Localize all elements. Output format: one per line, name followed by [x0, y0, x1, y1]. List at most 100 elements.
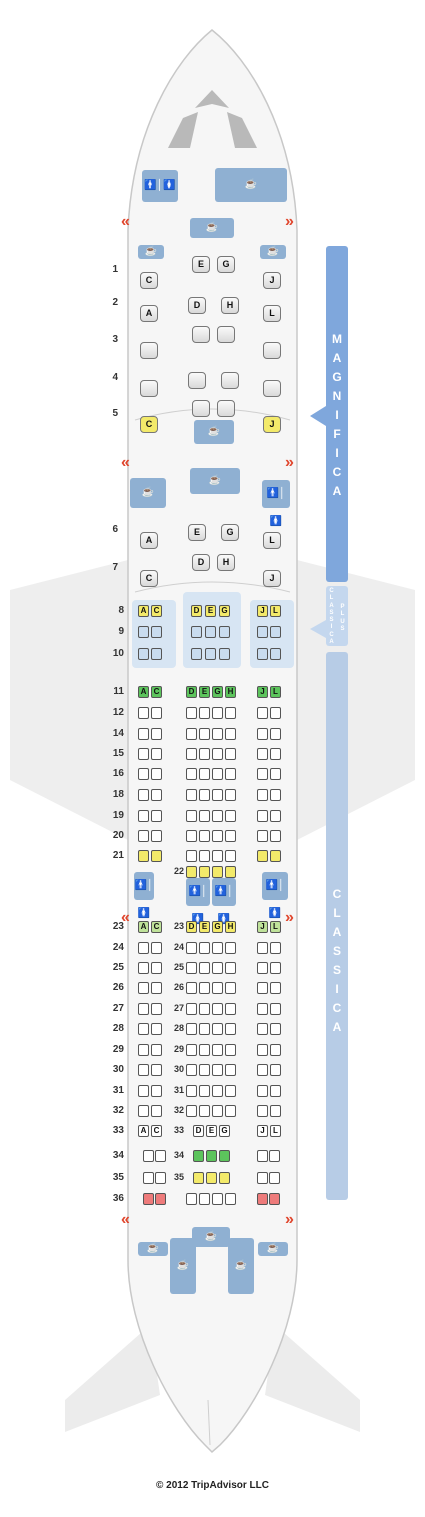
seat[interactable] [212, 1044, 223, 1056]
seat[interactable] [257, 1064, 268, 1076]
seat[interactable] [212, 768, 223, 780]
seat[interactable] [270, 1105, 281, 1117]
seat[interactable] [225, 1105, 236, 1117]
seat[interactable] [186, 850, 197, 862]
seat[interactable] [192, 400, 210, 417]
seat[interactable] [269, 1172, 280, 1184]
seat[interactable] [270, 728, 281, 740]
seat[interactable] [270, 982, 281, 994]
seat[interactable]: E [192, 256, 210, 273]
seat[interactable] [143, 1193, 154, 1205]
seat[interactable] [151, 728, 162, 740]
seat[interactable] [138, 1003, 149, 1015]
seat[interactable] [186, 1193, 197, 1205]
seat[interactable] [191, 648, 202, 660]
seat[interactable]: A [138, 605, 149, 617]
seat[interactable] [199, 1085, 210, 1097]
seat[interactable] [199, 1003, 210, 1015]
seat[interactable] [199, 810, 210, 822]
seat[interactable]: E [199, 921, 210, 933]
seat[interactable] [155, 1172, 166, 1184]
seat[interactable] [138, 728, 149, 740]
seat[interactable] [186, 768, 197, 780]
seat[interactable] [151, 810, 162, 822]
seat[interactable]: H [225, 921, 236, 933]
seat[interactable] [212, 789, 223, 801]
seat[interactable] [191, 626, 202, 638]
seat[interactable]: J [257, 1125, 268, 1137]
seat[interactable] [138, 1105, 149, 1117]
seat[interactable] [186, 1064, 197, 1076]
seat[interactable]: J [257, 921, 268, 933]
seat[interactable] [199, 962, 210, 974]
seat[interactable] [186, 1105, 197, 1117]
seat[interactable] [225, 942, 236, 954]
seat[interactable] [225, 707, 236, 719]
seat[interactable] [212, 707, 223, 719]
seat[interactable] [270, 1003, 281, 1015]
seat[interactable] [155, 1193, 166, 1205]
seat[interactable] [257, 1085, 268, 1097]
seat[interactable]: C [140, 416, 158, 433]
seat[interactable] [225, 1085, 236, 1097]
seat[interactable] [151, 789, 162, 801]
seat[interactable] [269, 1150, 280, 1162]
seat[interactable]: H [217, 554, 235, 571]
seat[interactable] [225, 728, 236, 740]
seat[interactable]: D [186, 921, 197, 933]
seat[interactable] [225, 1193, 236, 1205]
seat[interactable] [151, 1085, 162, 1097]
seat[interactable] [138, 942, 149, 954]
seat[interactable]: L [270, 686, 281, 698]
seat[interactable] [186, 1023, 197, 1035]
seat[interactable] [138, 626, 149, 638]
seat[interactable] [199, 1193, 210, 1205]
seat[interactable] [186, 830, 197, 842]
seat[interactable]: E [205, 605, 216, 617]
seat[interactable]: A [138, 921, 149, 933]
seat[interactable]: G [221, 524, 239, 541]
seat[interactable] [205, 648, 216, 660]
seat[interactable] [188, 372, 206, 389]
seat[interactable] [151, 707, 162, 719]
seat[interactable]: A [140, 532, 158, 549]
seat[interactable]: L [270, 1125, 281, 1137]
seat[interactable] [219, 626, 230, 638]
seat[interactable] [138, 830, 149, 842]
seat[interactable]: G [212, 686, 223, 698]
seat[interactable] [151, 648, 162, 660]
seat[interactable] [199, 982, 210, 994]
seat[interactable] [143, 1172, 154, 1184]
seat[interactable] [212, 962, 223, 974]
seat[interactable] [138, 707, 149, 719]
seat[interactable] [219, 1150, 230, 1162]
seat[interactable] [212, 1003, 223, 1015]
seat[interactable]: A [140, 305, 158, 322]
seat[interactable] [151, 982, 162, 994]
seat[interactable] [186, 810, 197, 822]
seat[interactable] [151, 1064, 162, 1076]
seat[interactable] [212, 1193, 223, 1205]
seat[interactable] [186, 728, 197, 740]
seat[interactable] [270, 830, 281, 842]
seat[interactable]: C [151, 1125, 162, 1137]
seat[interactable] [217, 326, 235, 343]
seat[interactable] [257, 962, 268, 974]
seat[interactable] [138, 1085, 149, 1097]
seat[interactable] [212, 810, 223, 822]
seat[interactable]: C [140, 272, 158, 289]
seat[interactable] [138, 648, 149, 660]
seat[interactable] [270, 1064, 281, 1076]
seat[interactable] [138, 1023, 149, 1035]
seat[interactable] [151, 626, 162, 638]
seat[interactable] [270, 748, 281, 760]
seat[interactable]: H [225, 686, 236, 698]
seat[interactable] [269, 1193, 280, 1205]
seat[interactable] [225, 850, 236, 862]
seat[interactable] [206, 1150, 217, 1162]
seat[interactable] [270, 1044, 281, 1056]
seat[interactable] [270, 707, 281, 719]
seat[interactable]: D [193, 1125, 204, 1137]
seat[interactable]: D [191, 605, 202, 617]
seat[interactable] [257, 942, 268, 954]
